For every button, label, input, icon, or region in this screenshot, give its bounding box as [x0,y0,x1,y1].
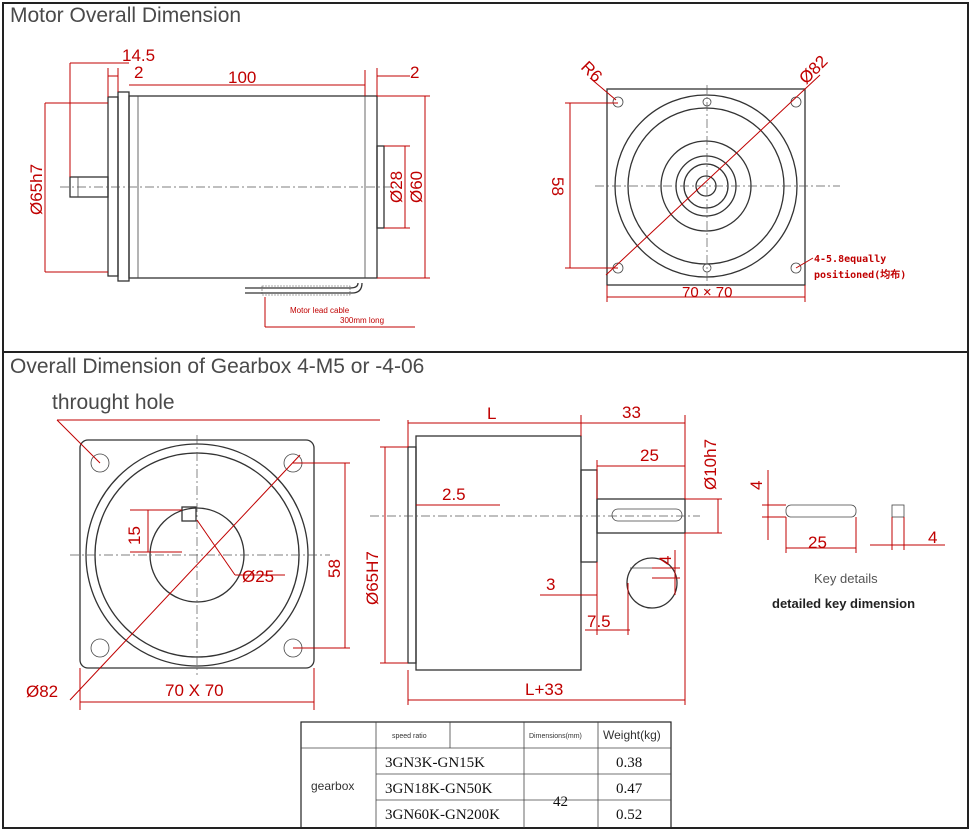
dim-4-shaft: 4 [656,556,675,565]
dim-15: 15 [125,526,144,545]
dim-58-motor: 58 [548,177,567,196]
gearbox-front-dimensions: 15 Ø25 58 Ø82 70 X 70 [26,419,380,710]
dim-28: Ø28 [387,171,406,203]
motor-side-view [60,91,400,296]
ratio-row-3: 3GN60K-GN200K [385,807,500,823]
dim-L: L [487,404,496,423]
dim-key-4a: 4 [747,481,766,490]
header-dimensions: Dimensions(mm) [529,733,582,740]
hole-note-2: positioned(均布) [814,268,906,281]
weight-row-1: 0.38 [616,755,642,771]
dim-2-right: 2 [410,63,419,82]
cable-length: 300mm long [340,316,384,325]
dim-70x70-gearbox: 70 X 70 [165,681,224,700]
header-weight: Weight(kg) [603,728,661,742]
dim-25-shaft: 25 [640,446,659,465]
gearbox-front-view [70,435,330,675]
motor-side-dimensions: 14.5 2 100 2 Ø65h7 Ø28 Ø60 Motor lead ca… [27,46,430,328]
gearbox-side-view [370,435,700,671]
dim-65h7: Ø65h7 [27,164,46,215]
dim-key-4b: 4 [928,528,937,547]
dim-25-dia: Ø25 [242,567,274,586]
cable-label: Motor lead cable [290,306,350,315]
key-details-label: Key details [814,571,878,586]
header-speed-ratio: speed ratio [392,733,427,740]
dim-70x70-motor: 70 × 70 [682,284,732,301]
hole-note-1: 4-5.8equally [814,254,886,265]
gearbox-spec-table: speed ratio Dimensions(mm) Weight(kg) ge… [300,721,672,829]
key-description: detailed key dimension [772,596,915,611]
dim-7-5: 7.5 [587,612,611,631]
motor-title: Motor Overall Dimension [10,4,241,27]
dim-key-25: 25 [808,533,827,552]
dimension-value: 42 [553,794,568,810]
dim-2-left: 2 [134,63,143,82]
dim-14-5: 14.5 [122,46,155,65]
weight-row-3: 0.52 [616,807,642,823]
ratio-row-1: 3GN3K-GN15K [385,755,485,771]
weight-row-2: 0.47 [616,781,643,797]
dim-100: 100 [228,68,256,87]
gearbox-title: Overall Dimension of Gearbox 4-M5 or -4-… [10,355,424,378]
dim-65H7: Ø65H7 [363,551,382,605]
dim-3: 3 [546,575,555,594]
row-label-gearbox: gearbox [311,779,354,793]
gearbox-side-dimensions: L 33 25 Ø10h7 2.5 Ø65H7 3 7.5 4 L+33 [363,403,722,705]
gearbox-subtitle: throught hole [52,391,175,414]
dim-82-gearbox: Ø82 [26,682,58,701]
motor-front-view [595,85,840,292]
key-detail: 4 25 4 Key details detailed key dimensio… [747,470,945,611]
ratio-row-2: 3GN18K-GN50K [385,781,493,797]
dim-L-plus-33: L+33 [525,680,563,699]
dim-58-gearbox: 58 [325,559,344,578]
dim-10h7: Ø10h7 [701,439,720,490]
dim-82-motor: Ø82 [795,52,831,88]
dim-2-5: 2.5 [442,485,466,504]
dim-33: 33 [622,403,641,422]
dim-60: Ø60 [407,171,426,203]
dim-r6: R6 [577,57,606,86]
